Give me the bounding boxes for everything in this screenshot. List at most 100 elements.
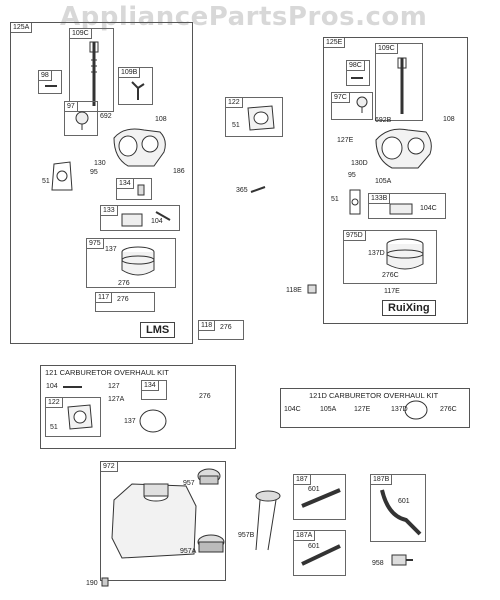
fuel-tank-drawing (108, 474, 200, 566)
subgroup-975d: 975D (343, 230, 437, 284)
float-bowl-drawing (118, 244, 158, 280)
subgroup-133b: 133B (368, 193, 446, 219)
part-label: 51 (42, 178, 50, 185)
part-label: 104C (284, 406, 301, 413)
part-label: 95 (348, 172, 356, 179)
part-label: 51 (232, 122, 240, 129)
part-label: 365 (236, 187, 248, 194)
part-label: 958 (372, 560, 384, 567)
fuel-line-drawing (378, 486, 424, 538)
part-label: 957A (180, 548, 197, 555)
part-label: 51 (50, 424, 58, 431)
float-drawing (72, 110, 92, 132)
subgroup-134: 134 (116, 178, 152, 200)
part-label: 109B (119, 68, 141, 78)
part-label: 122 (226, 98, 243, 108)
fitting-drawing (100, 576, 110, 588)
part-label: 104 (151, 218, 163, 225)
part-label: 104 (46, 383, 58, 390)
part-label: 97C (332, 93, 350, 103)
jet-drawing (136, 183, 146, 197)
watermark-text: AppliancePartsPros.com (60, 2, 428, 32)
part-label: 117E (384, 288, 400, 295)
part-label: 51 (331, 196, 339, 203)
part-label: 95 (90, 169, 98, 176)
float-bowl-drawing (383, 236, 427, 276)
part-label: 97 (65, 102, 78, 112)
part-label: 98 (39, 71, 52, 81)
screw-drawing (44, 82, 58, 90)
group-tag: 187B (371, 475, 393, 485)
group-tag: 972 (101, 462, 118, 472)
fuel-line-drawing (300, 486, 344, 512)
subgroup-109b: 109B (118, 67, 153, 105)
adapter-gasket-drawing (64, 403, 96, 433)
part-label: 127A (108, 396, 125, 403)
part-label: 137 (105, 246, 117, 253)
group-tag: 125A (11, 23, 33, 33)
part-label: 105A (320, 406, 337, 413)
fuel-cap-drawing (196, 532, 226, 562)
part-label: 127 (108, 383, 120, 390)
float-bowl-parts-drawing (116, 208, 172, 230)
fuel-line-group-187b: 187B (370, 474, 426, 542)
primer-tube-drawing (392, 56, 412, 118)
part-label: 276 (199, 393, 211, 400)
part-label: 109C (70, 29, 92, 39)
part-label: 276 (220, 324, 232, 331)
part-label: 104C (420, 205, 437, 212)
kit-subgroup-134: 134 (141, 380, 167, 400)
fuel-line-group-187a: 187A (293, 530, 346, 576)
fuel-line-drawing (300, 540, 344, 570)
carburetor-overhaul-kit-121d: 121D CARBURETOR OVERHAUL KIT (280, 388, 470, 428)
carburetor-body-drawing (372, 126, 436, 172)
o-ring-drawing (403, 399, 429, 421)
kit-title: 121 CARBURETOR OVERHAUL KIT (45, 368, 169, 377)
part-label: 276 (118, 280, 130, 287)
part-label: 186 (173, 168, 185, 175)
float-bowl-parts-drawing (386, 200, 418, 218)
subgroup-975: 975 (86, 238, 176, 288)
part-label: 108 (155, 116, 167, 123)
fuel-line-group-187: 187 (293, 474, 346, 520)
carburetor-group-125a: 125A (10, 22, 193, 344)
part-label: 957 (183, 480, 195, 487)
filler-neck-drawing (250, 488, 286, 560)
part-label: 692B (375, 117, 392, 124)
part-label: 601 (308, 543, 320, 550)
part-label: 118E (286, 287, 302, 294)
part-label: 134 (142, 381, 159, 391)
primer-tube-drawing (84, 40, 104, 110)
part-label: 127E (337, 137, 354, 144)
fuel-valve-drawing (388, 552, 414, 568)
gasket-drawing (346, 188, 364, 216)
fitting-drawing (306, 283, 318, 295)
subgroup-97c: 97C (331, 92, 373, 120)
subgroup-118: 118 (198, 320, 244, 340)
part-label: 130D (351, 160, 368, 167)
pin-drawing (62, 383, 84, 391)
part-label: 692 (100, 113, 112, 120)
kit-title: 121D CARBURETOR OVERHAUL KIT (309, 391, 439, 400)
variant-badge-ruixing: RuiXing (382, 300, 436, 316)
group-tag: 187 (294, 475, 311, 485)
part-label: 105A (375, 178, 392, 185)
screw-drawing (350, 74, 364, 82)
kit-subgroup-122: 122 (45, 397, 101, 437)
choke-shaft-drawing (128, 80, 148, 102)
part-label: 98C (347, 61, 365, 71)
carburetor-overhaul-kit-121: 121 CARBURETOR OVERHAUL KIT (40, 365, 236, 449)
subgroup-122: 122 (225, 97, 283, 137)
o-ring-drawing (138, 408, 168, 434)
part-label: 137D (368, 250, 385, 257)
group-tag: 187A (294, 531, 316, 541)
adapter-gasket-drawing (244, 104, 278, 134)
part-label: 122 (46, 398, 63, 408)
subgroup-98c: 98C (346, 60, 370, 86)
variant-badge-lms: LMS (140, 322, 176, 338)
part-label: 190 (86, 580, 98, 587)
screw-drawing (250, 185, 268, 195)
part-label: 276C (440, 406, 457, 413)
subgroup-98: 98 (38, 70, 62, 94)
subgroup-109c-e: 109C (375, 43, 423, 121)
